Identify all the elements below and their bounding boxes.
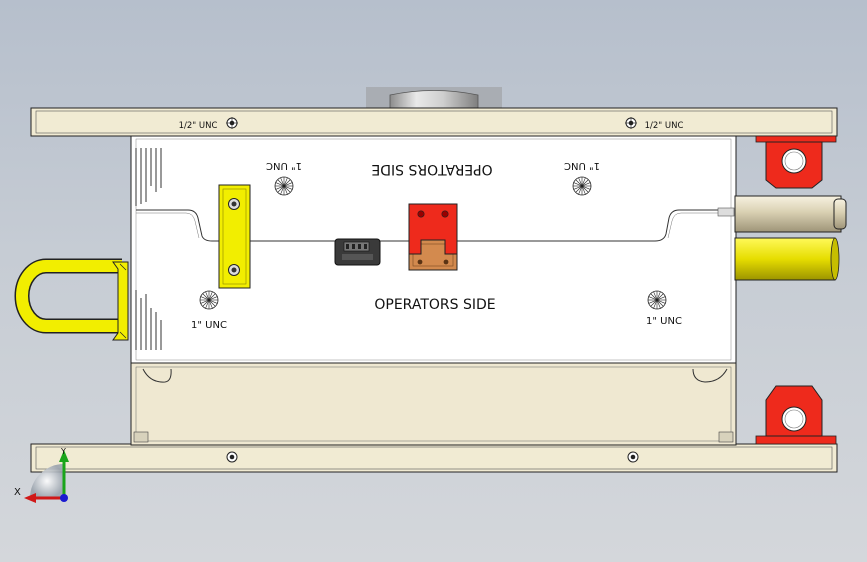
bolt-hole-icon [625,117,637,129]
coordinate-triad-icon: X Y [14,447,69,503]
red-bracket-bottom [755,385,837,445]
thread-symbols [199,176,667,310]
thread-starburst-icon [274,176,294,196]
thread-label-upper-left: 1" UNC [266,160,302,171]
bolt-hole-icon [781,148,807,174]
bolt-hole-icon [781,406,807,432]
bolt-hole-icon [627,451,639,463]
thread-label-top-right: 1/2" UNC [645,121,684,131]
bottom-plate [30,443,838,473]
bolt-hole-icon [441,210,449,218]
triad-y-label: Y [60,447,66,456]
triad-x-label: X [14,487,21,498]
yellow-u-handle [14,258,129,341]
red-bracket-top [755,135,837,189]
thread-label-lower-right: 1" UNC [646,316,682,327]
plate-text-upper [135,148,162,206]
thread-starburst-icon [199,290,219,310]
top-plate [30,107,838,137]
thread-label-top-left: 1/2" UNC [179,121,218,131]
plate-text-lower [135,290,162,350]
top-boss [366,87,502,110]
thread-label-upper-right: 1" UNC [564,160,600,171]
bolt-hole-icon [417,210,425,218]
operators-side-label: OPERATORS SIDE [374,297,495,313]
right-cylinders [734,195,847,281]
dark-connector [334,238,381,266]
operators-side-mirrored: OPERATORS SIDE [371,161,492,177]
lower-box [130,362,737,446]
plate-bolts [226,117,639,463]
bolt-hole-icon [226,451,238,463]
thread-starburst-icon [647,290,667,310]
thread-label-lower-left: 1" UNC [191,320,227,331]
thread-starburst-icon [572,176,592,196]
terminal-block [408,203,458,271]
yellow-clamp-bar [218,184,251,289]
bolt-hole-icon [226,117,238,129]
